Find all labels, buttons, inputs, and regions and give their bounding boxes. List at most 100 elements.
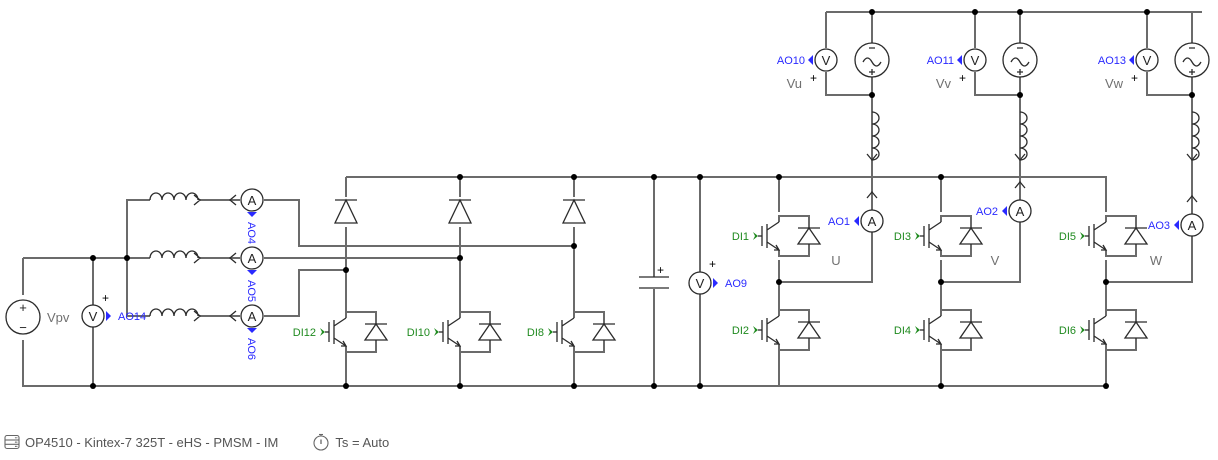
inverter-igbt-upper-3[interactable]: DI5 <box>1059 215 1149 257</box>
junction-node <box>343 383 349 389</box>
phase-label-v: V <box>991 253 1000 268</box>
inductor-icon[interactable] <box>149 192 202 206</box>
boost-igbt-3[interactable]: DI8 <box>527 311 617 353</box>
junction-node <box>124 255 130 261</box>
ao-label: AO3 <box>1148 220 1170 232</box>
ammeter-symbol: A <box>868 214 877 229</box>
ammeter-phase-v[interactable]: A AO2 <box>976 180 1032 223</box>
igbt-wiring <box>940 215 972 257</box>
boost-inductors <box>149 192 202 322</box>
load-inductor-u[interactable] <box>866 111 880 162</box>
target-info[interactable]: OP4510 - Kintex-7 325T - eHS - PMSM - IM <box>4 434 278 450</box>
digital-input-arrow-icon <box>320 328 325 336</box>
ac-voltage-source-u[interactable] <box>854 42 890 78</box>
digital-input-arrow-icon <box>915 232 920 240</box>
ac-voltage-source-v[interactable] <box>1002 42 1038 78</box>
diode-icon <box>363 322 389 341</box>
ammeter-symbol: A <box>248 193 257 208</box>
junction-node <box>869 92 875 98</box>
inverter-igbt-upper-2[interactable]: DI3 <box>894 215 984 257</box>
boost-igbt-1[interactable]: DI12 <box>293 311 389 353</box>
ac-source-icon <box>1002 42 1038 78</box>
ammeter-phase-w[interactable]: A AO3 <box>1148 194 1204 237</box>
inverter-igbt-lower-1[interactable]: DI2 <box>732 309 822 351</box>
ammeter-boost-1[interactable]: A AO4 <box>228 188 264 244</box>
di-label: DI5 <box>1059 231 1076 243</box>
ammeter-boost-3[interactable]: A AO6 <box>228 304 264 360</box>
wires <box>22 11 1202 387</box>
voltmeter-icon <box>688 271 712 295</box>
digital-input-arrow-icon <box>1080 326 1085 334</box>
di-label: DI8 <box>527 327 544 339</box>
ammeter-boost-2[interactable]: A AO5 <box>228 246 264 302</box>
analog-output-arrow-icon <box>713 278 718 288</box>
junction-node <box>1189 92 1195 98</box>
voltmeter-pv[interactable]: V + AO14 <box>81 291 146 328</box>
dc-voltage-source[interactable]: + − Vpv <box>5 299 70 335</box>
di-label: DI3 <box>894 231 911 243</box>
plus-sign: + <box>1131 71 1138 85</box>
junction-node <box>1017 9 1023 15</box>
load-inductor-w[interactable] <box>1186 111 1200 162</box>
junction-node <box>1103 279 1109 285</box>
voltage-name-label: Vv <box>936 76 952 91</box>
junction-node <box>457 174 463 180</box>
igbt-icon <box>761 221 781 251</box>
plus-sign: + <box>709 257 716 271</box>
dc-link-capacitor[interactable]: + <box>639 263 669 289</box>
voltmeter-icon <box>963 48 987 72</box>
ammeter-symbol: A <box>248 251 257 266</box>
ammeter-icon <box>1180 213 1204 237</box>
boost-diode-1[interactable] <box>333 198 359 224</box>
junction-node <box>571 174 577 180</box>
ammeter-symbol: A <box>1016 204 1025 219</box>
junction-node <box>1144 9 1150 15</box>
polarity-marks <box>1017 47 1023 75</box>
inverter-igbt-upper-1[interactable]: DI1 <box>732 215 822 257</box>
ac-voltage-source-w[interactable] <box>1174 42 1210 78</box>
analog-output-arrow-icon <box>854 216 859 226</box>
igbt-wiring <box>778 309 810 351</box>
boost-diode-3[interactable] <box>561 198 587 224</box>
igbt-wiring <box>345 311 377 353</box>
voltmeter-icon <box>1135 48 1159 72</box>
sine-wave-icon <box>1182 57 1202 67</box>
inductor-icon[interactable] <box>149 250 202 264</box>
inverter-igbt-lower-2[interactable]: DI4 <box>894 309 984 351</box>
inductor-icon[interactable] <box>149 308 202 322</box>
diode-icon <box>477 322 503 341</box>
boost-igbt-2[interactable]: DI10 <box>407 311 503 353</box>
junction-node <box>1017 92 1023 98</box>
voltmeter-dc-link[interactable]: V + AO9 <box>688 257 747 295</box>
load-inductor-v[interactable] <box>1014 111 1028 162</box>
igbt-wiring <box>940 309 972 351</box>
ammeter-icon <box>240 304 264 328</box>
boost-diode-2[interactable] <box>447 198 473 224</box>
dc-source-icon <box>5 299 41 335</box>
phase-label-w: W <box>1150 253 1163 268</box>
circuit-schematic: + − Vpv V + AO14 A AO4 A AO5 <box>5 9 1210 389</box>
inverter-igbt-lower-3[interactable]: DI6 <box>1059 309 1149 351</box>
ammeter-symbol: A <box>248 309 257 324</box>
timestep-info[interactable]: Ts = Auto <box>312 433 389 451</box>
status-footer: OP4510 - Kintex-7 325T - eHS - PMSM - IM… <box>4 432 423 452</box>
ao-label: AO14 <box>118 311 146 323</box>
junction-node <box>651 383 657 389</box>
analog-output-arrow-icon <box>247 270 257 275</box>
igbt-icon <box>923 221 943 251</box>
digital-input-arrow-icon <box>915 326 920 334</box>
ammeter-icon <box>1008 199 1032 223</box>
plus-sign: + <box>102 291 109 305</box>
igbt-wiring <box>778 215 810 257</box>
diode-icon <box>958 226 984 245</box>
timestep-label: Ts = Auto <box>335 434 390 450</box>
di-label: DI2 <box>732 325 749 337</box>
ammeter-icon <box>240 188 264 212</box>
ammeter-phase-u[interactable]: A AO1 <box>828 190 884 233</box>
voltmeter-symbol: V <box>89 309 98 324</box>
digital-input-arrow-icon <box>753 326 758 334</box>
analog-output-arrow-icon <box>247 212 257 217</box>
